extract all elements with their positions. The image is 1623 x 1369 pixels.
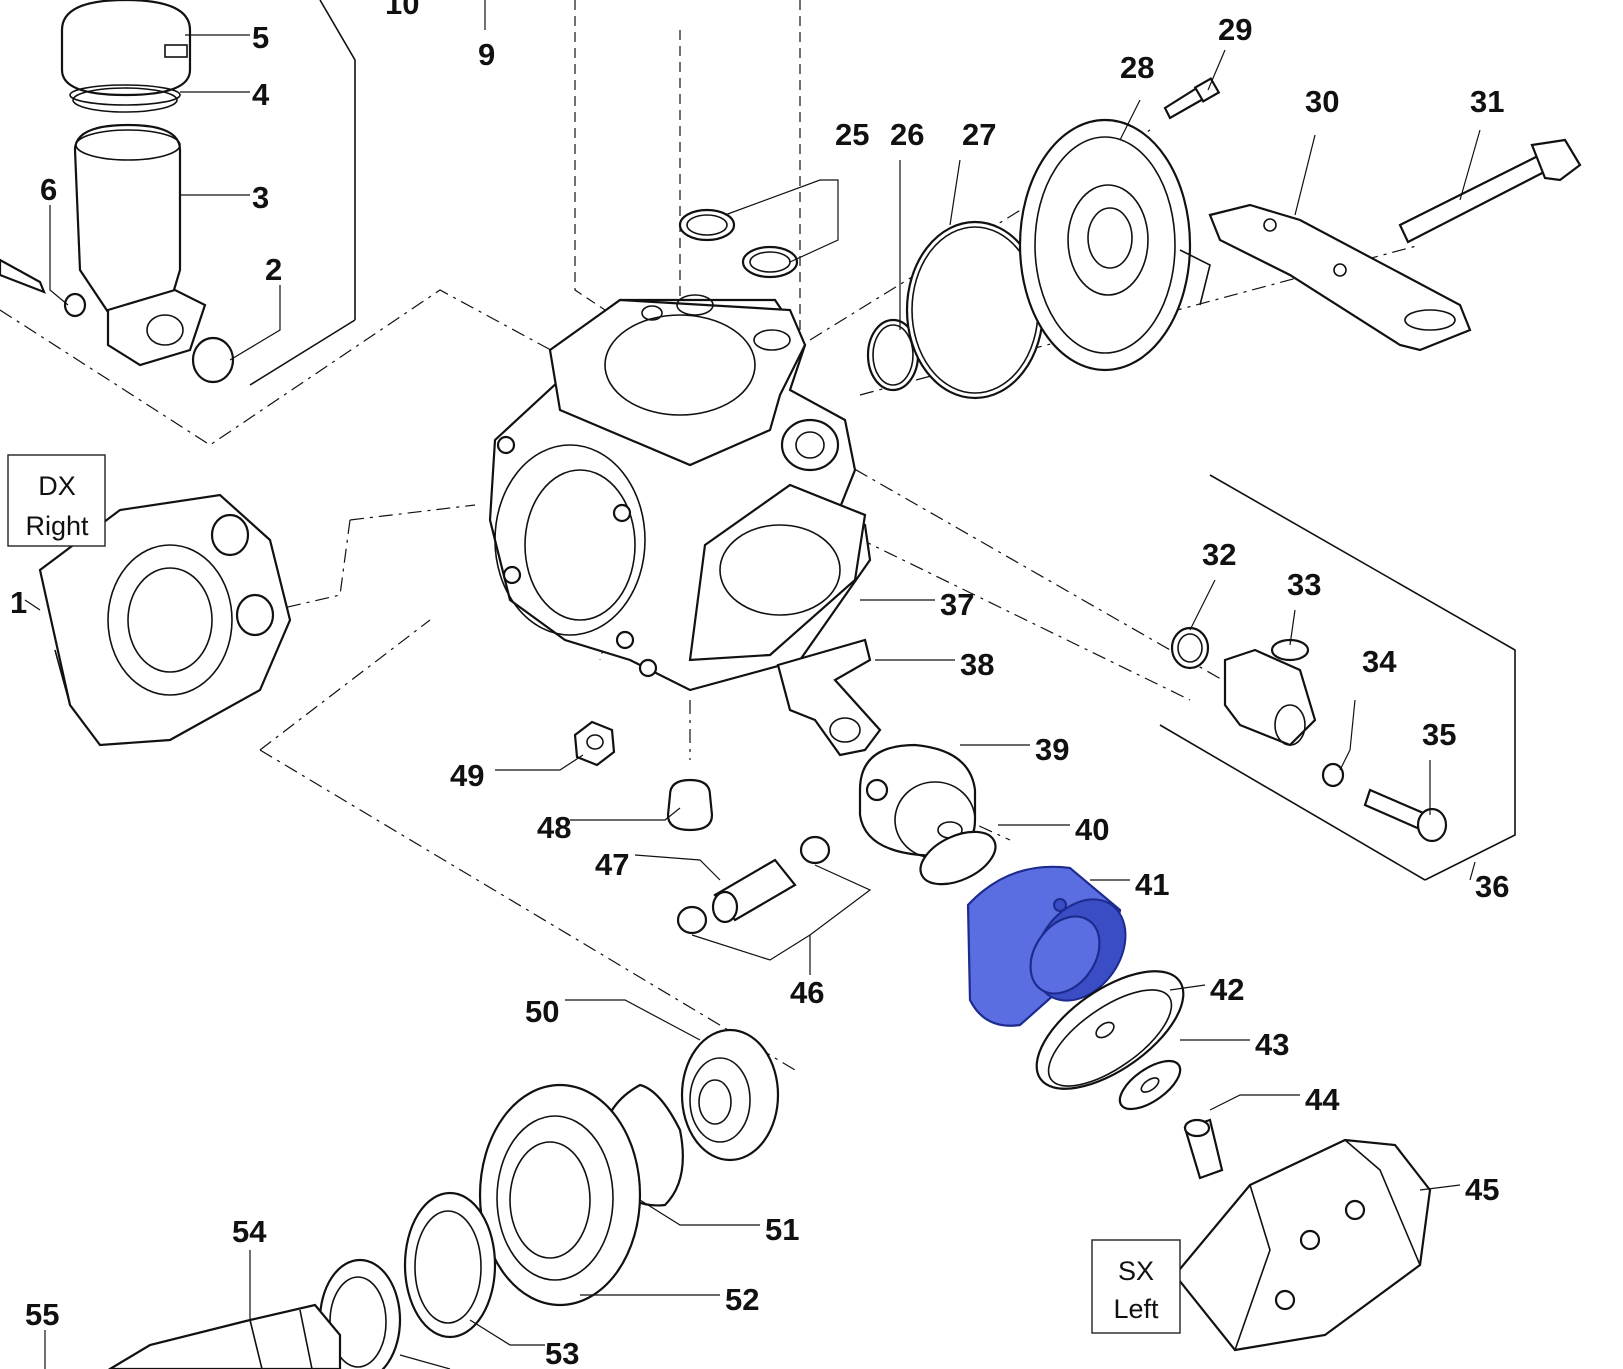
callout-5: 5 [252, 20, 269, 55]
callout-38: 38 [960, 647, 994, 682]
part-4-o-ring [72, 87, 178, 113]
parts-46-to-49 [573, 720, 831, 935]
part-46-circlip-b [799, 835, 831, 865]
right-fitting-parts-32-to-35 [1170, 626, 1448, 843]
callout-44: 44 [1305, 1082, 1340, 1117]
part-42-diaphragm [1035, 970, 1185, 1090]
callout-50: 50 [525, 994, 559, 1029]
part-52-bearing [478, 1083, 642, 1307]
upper-left-group-boundary [0, 289, 561, 446]
callout-32: 32 [1202, 537, 1236, 572]
callout-33: 33 [1287, 567, 1321, 602]
callout-39: 39 [1035, 732, 1069, 767]
callout-51: 51 [765, 1212, 799, 1247]
callout-6: 6 [40, 172, 57, 207]
part-40-ring [919, 830, 997, 886]
part-49-nut [573, 720, 616, 767]
callout-4: 4 [252, 77, 270, 112]
part-48-plug [666, 778, 714, 832]
callout-46: 46 [790, 975, 824, 1010]
callout-53: 53 [545, 1336, 579, 1369]
callout-28: 28 [1120, 50, 1154, 85]
part-3-body [73, 123, 182, 332]
callout-43: 43 [1255, 1027, 1289, 1062]
part-38-con-rod [776, 638, 882, 757]
callout-35: 35 [1422, 717, 1456, 752]
callout-numbers: 1 2 3 4 5 6 9 10 25 26 27 28 29 30 31 32… [10, 0, 1509, 1369]
callout-31: 31 [1470, 84, 1504, 119]
callout-41: 41 [1135, 867, 1169, 902]
part-5-cap [60, 0, 192, 97]
callout-45: 45 [1465, 1172, 1499, 1207]
callout-52: 52 [725, 1282, 759, 1317]
part-29-bolt [1163, 77, 1221, 120]
leader-lines [24, 0, 1481, 1369]
part-30-bracket [1208, 203, 1472, 352]
part-2-o-ring [191, 336, 235, 384]
callout-40: 40 [1075, 812, 1109, 847]
sx-label: SX [1118, 1256, 1154, 1286]
callout-10: 10 [385, 0, 419, 21]
valve-stack-parts-2-to-6 [0, 0, 235, 384]
right-label: Right [25, 511, 89, 541]
callout-1: 1 [10, 585, 27, 620]
part-31-long-bolt [1398, 138, 1582, 244]
top-vertical-axis-lines [574, 0, 801, 330]
callout-49: 49 [450, 758, 484, 793]
dx-right-label-box: DX Right [7, 454, 106, 547]
part-33-fitting [1223, 648, 1317, 747]
callout-29: 29 [1218, 12, 1252, 47]
shaft-group-parts-50-to-55 [107, 1028, 780, 1369]
callout-36: 36 [1475, 869, 1509, 904]
callout-55: 55 [25, 1297, 59, 1332]
left-label: Left [1113, 1294, 1159, 1324]
callout-25: 25 [835, 117, 869, 152]
callout-42: 42 [1210, 972, 1244, 1007]
callout-27: 27 [962, 117, 996, 152]
callout-54: 54 [232, 1214, 267, 1249]
callout-30: 30 [1305, 84, 1339, 119]
right-group-bracket [1159, 474, 1516, 881]
part-43-washer [1118, 1059, 1182, 1111]
part-46-circlip-a [676, 905, 708, 935]
part-44-screw [1183, 1118, 1224, 1180]
part-34-washer [1321, 762, 1345, 788]
part-26-27-o-rings [866, 220, 1045, 400]
part-6-washer [63, 292, 87, 318]
top-left-group-bracket [249, 0, 356, 386]
part-28-cover [1018, 118, 1211, 372]
dx-head-axis-line [209, 504, 476, 626]
sx-left-label-box: SX Left [1091, 1239, 1181, 1334]
part-25-o-rings [678, 208, 799, 279]
pump-body-housing [488, 294, 872, 692]
callout-26: 26 [890, 117, 924, 152]
callout-47: 47 [595, 847, 629, 882]
part-41-cylinder-sleeve-highlighted[interactable] [966, 865, 1144, 1027]
callout-2: 2 [265, 252, 282, 287]
part-39-piston [858, 743, 977, 859]
part-45-left-head [1173, 1138, 1432, 1352]
callout-9: 9 [478, 37, 495, 72]
callout-37: 37 [940, 587, 974, 622]
callout-48: 48 [537, 810, 571, 845]
part-1-right-head [38, 493, 292, 747]
callout-34: 34 [1362, 644, 1397, 679]
right-fitting-axis-lines [779, 454, 1241, 701]
part-54-shaft [107, 1303, 342, 1369]
dx-label: DX [38, 471, 76, 501]
callout-3: 3 [252, 180, 269, 215]
